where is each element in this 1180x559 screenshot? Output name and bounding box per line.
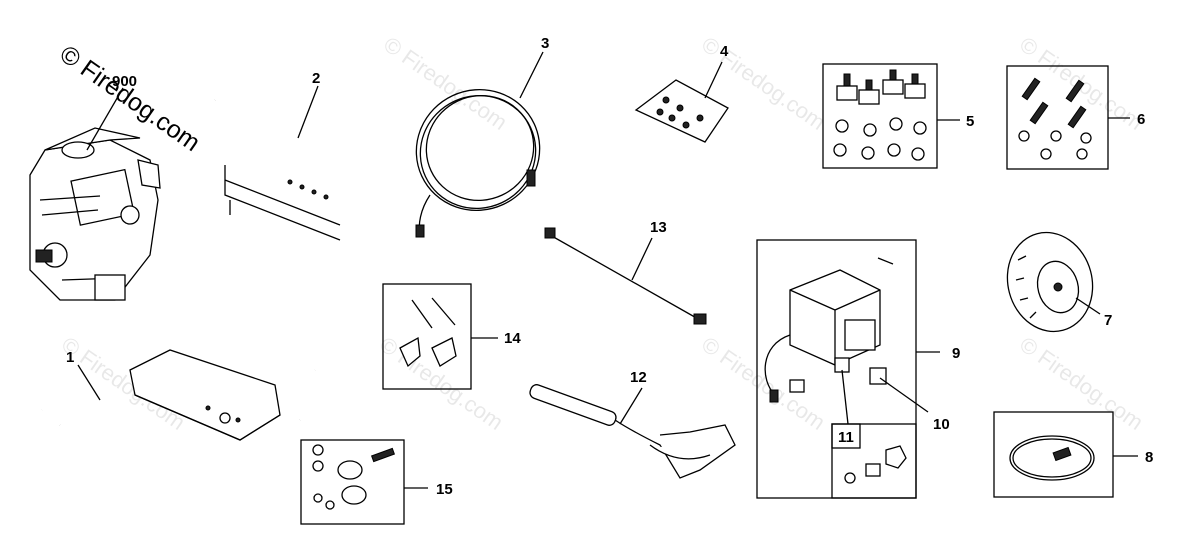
mounts-part <box>833 69 960 161</box>
callout-11: 11 <box>838 429 854 446</box>
base-frame-part <box>41 295 319 515</box>
callout-8: 8 <box>1145 449 1153 466</box>
part-8-box <box>993 411 1114 498</box>
leader-10 <box>879 377 929 413</box>
callout-900: 900 <box>112 73 137 90</box>
part-11-box <box>831 423 917 499</box>
callout-12: 12 <box>630 369 647 386</box>
wheel-part <box>1006 231 1101 333</box>
part-5-box <box>822 63 938 169</box>
callout-4: 4 <box>720 43 729 60</box>
callout-6: 6 <box>1137 111 1145 128</box>
callout-9: 9 <box>952 345 960 362</box>
wand-part <box>544 227 707 325</box>
callout-1: 1 <box>66 349 74 366</box>
callout-10: 10 <box>933 416 950 433</box>
callout-14: 14 <box>504 330 521 347</box>
knobs-part <box>399 297 498 368</box>
watermark-faint: © Firedog.com <box>1015 332 1148 435</box>
hardware-bag-part <box>634 61 729 143</box>
callout-2: 2 <box>312 70 320 87</box>
pump-part <box>764 257 894 403</box>
callout-15: 15 <box>436 481 453 498</box>
wheel-hardware-part <box>312 444 428 510</box>
part-11-label-box <box>831 423 861 449</box>
belt-kit-part <box>1009 435 1138 481</box>
part-15-box <box>300 439 405 525</box>
callout-5: 5 <box>966 113 974 130</box>
fitting-part <box>841 369 907 484</box>
handle-part <box>212 85 356 305</box>
hose-part <box>415 51 544 238</box>
callout-7: 7 <box>1104 312 1112 329</box>
watermark-faint: © Firedog.com <box>379 32 512 135</box>
spray-gun-part <box>529 384 736 479</box>
callout-3: 3 <box>541 35 549 52</box>
engine-part <box>29 87 161 301</box>
bolts-part <box>1018 77 1130 160</box>
callout-13: 13 <box>650 219 667 236</box>
part-14-box <box>382 283 472 390</box>
